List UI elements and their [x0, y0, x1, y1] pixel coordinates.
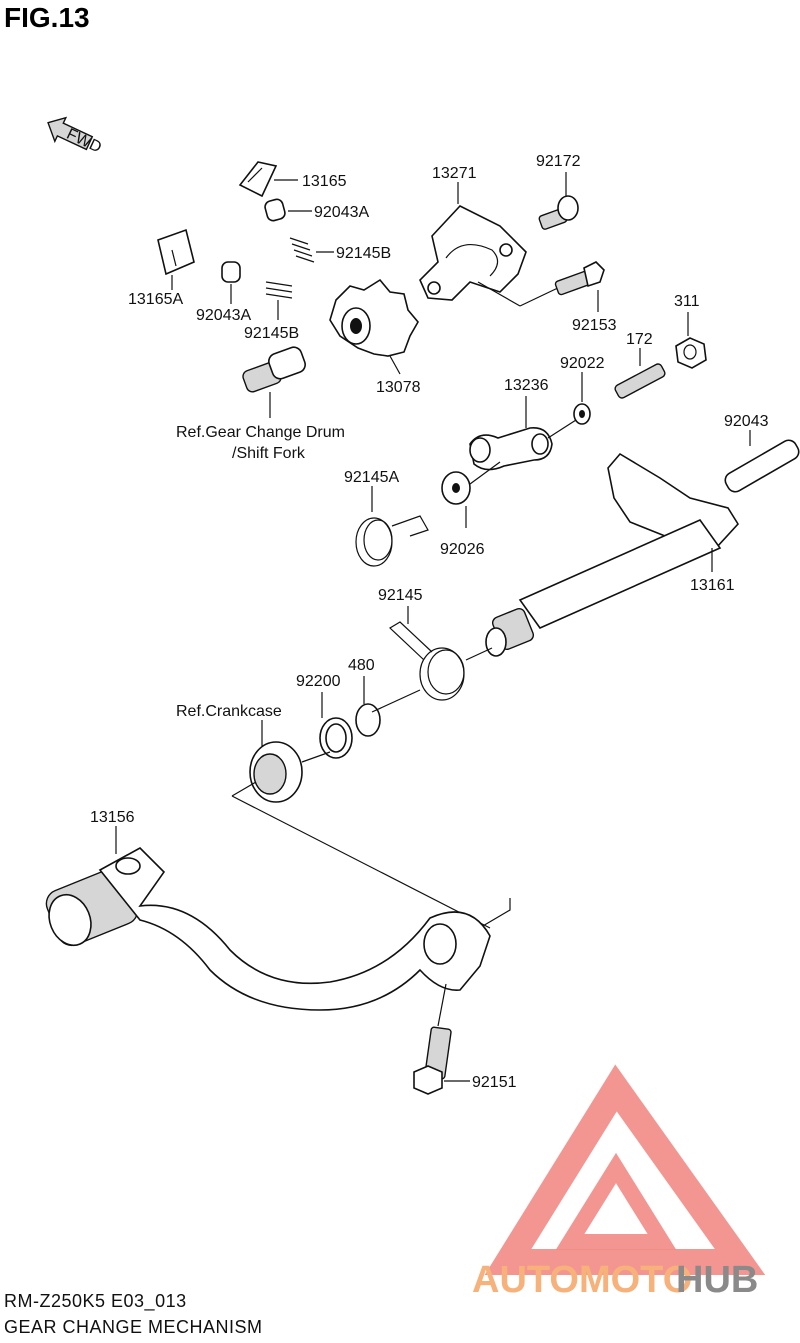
part-13165-pawl	[238, 161, 278, 198]
part-label-92151: 92151	[472, 1074, 517, 1091]
part-label-480: 480	[348, 657, 375, 674]
part-label-92043A-top: 92043A	[314, 204, 369, 221]
part-label-13236: 13236	[504, 377, 549, 394]
watermark-hub-text: HUB	[676, 1259, 758, 1301]
part-92151-bolt	[413, 1026, 452, 1095]
part-13161-shift-shaft	[485, 452, 740, 657]
part-label-92145B-top: 92145B	[336, 245, 391, 262]
fwd-label: FWD	[64, 126, 104, 157]
part-92172-screw	[538, 195, 579, 230]
ref-drum-label-line2: /Shift Fork	[232, 445, 306, 462]
part-92145B-spring	[289, 237, 315, 263]
figure-title: FIG.13	[4, 2, 90, 33]
part-label-13156: 13156	[90, 809, 135, 826]
part-13078-shift-cam	[329, 278, 419, 357]
part-13165A-pawl	[157, 228, 195, 276]
watermark-auto-text: AUTOMOTO	[472, 1259, 692, 1301]
part-92043-pin	[724, 439, 800, 493]
part-92026-collar	[441, 471, 471, 505]
part-label-13165: 13165	[302, 173, 347, 190]
part-92022-washer	[573, 403, 591, 425]
part-13271-stopper-plate	[419, 205, 527, 301]
part-label-92145A: 92145A	[344, 469, 399, 486]
part-480-circlip	[355, 703, 381, 737]
ref-crankcase-oil-seal	[249, 741, 303, 803]
ref-drum-label-line1: Ref.Gear Change Drum	[176, 424, 345, 441]
part-label-92043: 92043	[724, 413, 769, 430]
part-13236-stopper-arm	[469, 427, 553, 471]
section-name: GEAR CHANGE MECHANISM	[4, 1317, 263, 1337]
part-label-13078: 13078	[376, 379, 421, 396]
part-label-92026: 92026	[440, 541, 485, 558]
part-label-92145B: 92145B	[244, 325, 299, 342]
part-92145B-spring-lower	[265, 281, 293, 299]
part-92145-return-spring	[389, 621, 465, 701]
part-92153-bolt	[554, 261, 605, 296]
part-label-92153: 92153	[572, 317, 617, 334]
part-label-92200: 92200	[296, 673, 341, 690]
part-172-stud	[614, 363, 666, 399]
part-13156-shift-pedal	[45, 847, 491, 1011]
part-311-nut	[675, 337, 707, 369]
part-label-311: 311	[674, 293, 700, 310]
ref-drum-shaft	[242, 346, 306, 393]
part-92200-washer	[319, 717, 353, 759]
part-label-92022: 92022	[560, 355, 605, 372]
part-label-92145: 92145	[378, 587, 423, 604]
part-92145A-spring	[355, 515, 429, 567]
part-label-92043A: 92043A	[196, 307, 251, 324]
part-label-13165A: 13165A	[128, 291, 183, 308]
part-92043A-pin-lower	[221, 261, 241, 283]
ref-crankcase-label: Ref.Crankcase	[176, 703, 282, 720]
part-label-13161: 13161	[690, 577, 735, 594]
part-label-172: 172	[626, 331, 653, 348]
model-code: RM-Z250K5 E03_013	[4, 1291, 187, 1311]
part-label-13271: 13271	[432, 165, 477, 182]
automotohub-logo: AUTOMOTO HUB	[472, 1064, 766, 1301]
part-label-92172: 92172	[536, 153, 581, 170]
part-92043A-pin	[264, 198, 286, 222]
fwd-arrow-icon: FWD	[47, 116, 104, 157]
